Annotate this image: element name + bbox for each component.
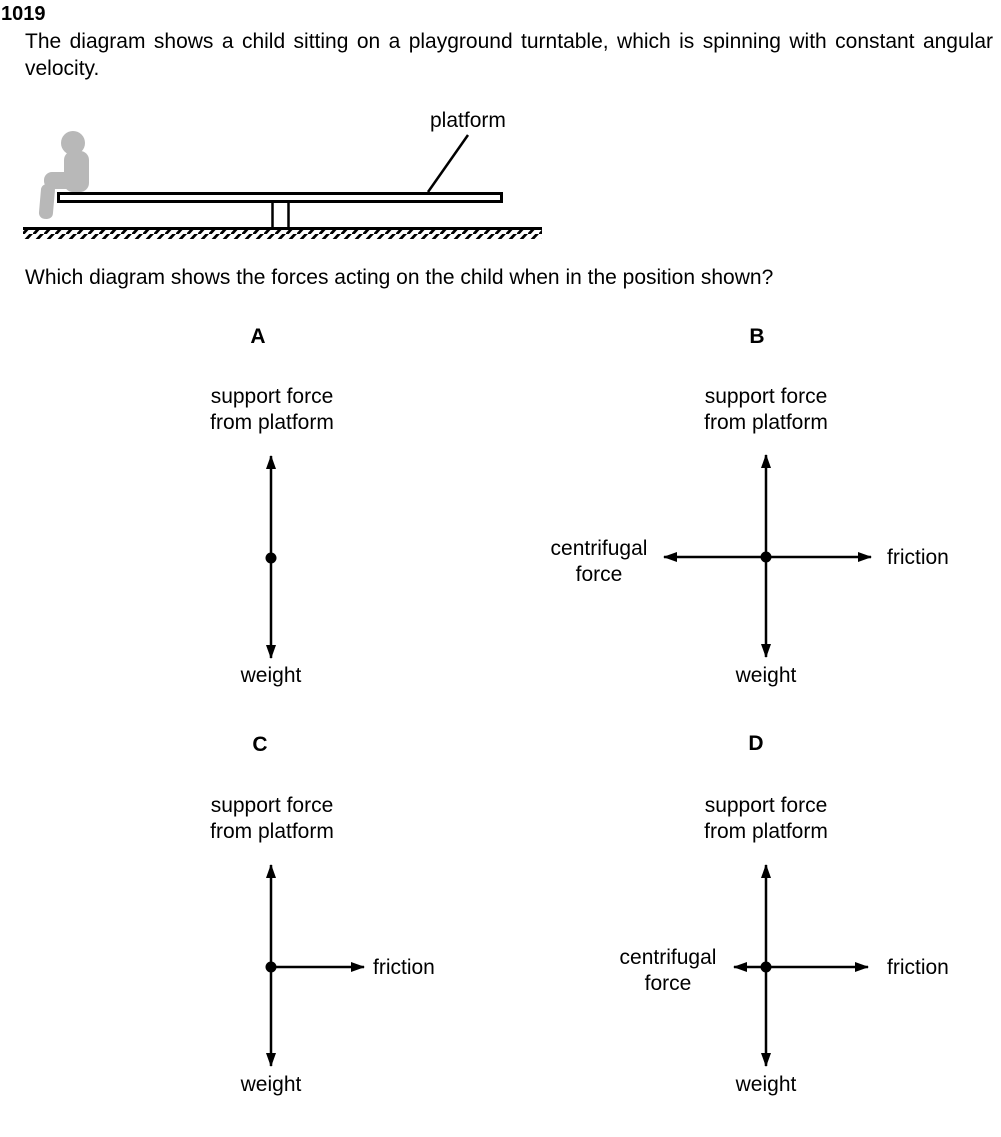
option-a-letter: A	[250, 325, 266, 348]
center-dot	[265, 552, 277, 564]
option-c-weight-label: weight	[240, 1073, 302, 1096]
option-b-friction-label: friction	[887, 546, 949, 569]
child-torso	[64, 151, 89, 192]
platform-pointer-line	[426, 134, 470, 193]
option-a-support-force-label: support force from platform	[210, 385, 334, 434]
turntable-figure	[23, 131, 542, 239]
option-d-arrows	[733, 864, 869, 1067]
option-c-letter: C	[252, 733, 268, 756]
child-figure	[38, 131, 89, 220]
question-intro: The diagram shows a child sitting on a p…	[25, 30, 993, 80]
ground-hatching	[23, 230, 542, 239]
center-dot	[760, 961, 772, 973]
option-a-arrows	[265, 455, 277, 659]
center-dot	[265, 961, 277, 973]
option-b-weight-label: weight	[735, 664, 797, 687]
child-leg	[38, 183, 55, 220]
option-d-letter: D	[748, 732, 764, 755]
option-b-centrifugal-force-label: centrifugal force	[550, 537, 648, 586]
option-b-arrows	[663, 454, 872, 658]
option-c-friction-label: friction	[373, 956, 435, 979]
option-c-support-force-label: support force from platform	[210, 794, 334, 843]
option-d-centrifugal-force-label: centrifugal force	[619, 946, 717, 995]
platform-label: platform	[430, 109, 506, 132]
platform-rect	[57, 192, 503, 203]
question-number: 1019	[1, 3, 46, 25]
center-dot	[760, 551, 772, 563]
option-b-letter: B	[749, 325, 765, 348]
child-head	[61, 131, 85, 155]
option-c-arrows	[265, 864, 365, 1067]
option-b-support-force-label: support force from platform	[704, 385, 828, 434]
child-thigh	[44, 172, 80, 189]
option-d-weight-label: weight	[735, 1073, 797, 1096]
option-a-weight-label: weight	[240, 664, 302, 687]
question-prompt: Which diagram shows the forces acting on…	[25, 266, 774, 289]
option-d-friction-label: friction	[887, 956, 949, 979]
option-d-support-force-label: support force from platform	[704, 794, 828, 843]
